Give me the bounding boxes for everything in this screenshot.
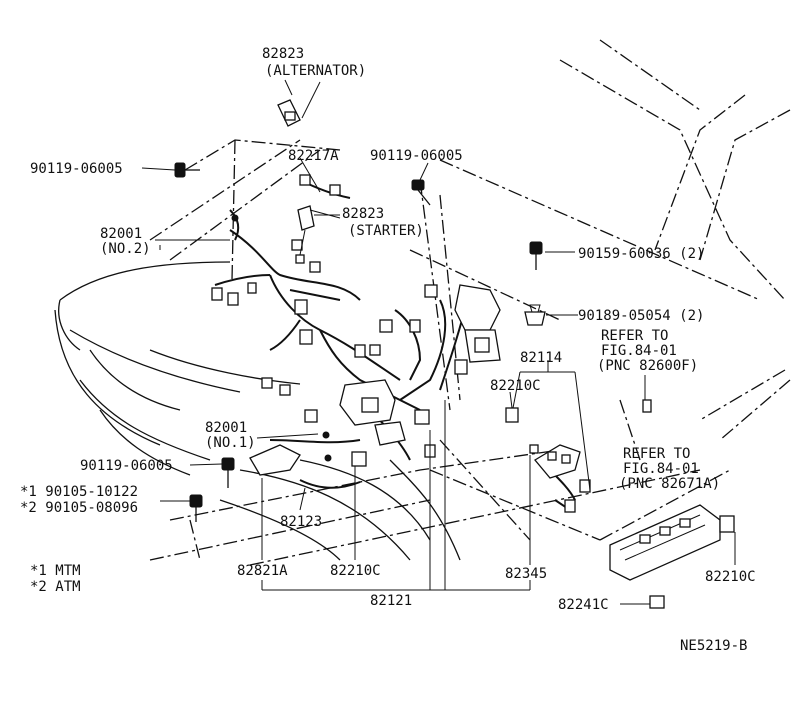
label-refer1-line1: REFER TO bbox=[601, 328, 668, 344]
label-refer2-line2: FIG.84-01 bbox=[623, 461, 699, 477]
starter-connector bbox=[295, 205, 340, 264]
label-starter-name: (STARTER) bbox=[348, 223, 424, 239]
label-clip-90189: 90189-05054 (2) bbox=[578, 308, 704, 324]
alternator-connector bbox=[277, 79, 321, 127]
label-bolt-mtm: *1 90105-10122 bbox=[20, 484, 138, 500]
bolt-icons bbox=[174, 162, 546, 522]
label-bolt-90119-b: 90119-06005 bbox=[370, 148, 463, 164]
fuse-box bbox=[609, 399, 735, 609]
bolt-icon bbox=[411, 179, 431, 206]
bolt-icon bbox=[189, 494, 203, 522]
label-refer1-line3: (PNC 82600F) bbox=[597, 358, 698, 374]
label-alternator-name: (ALTERNATOR) bbox=[265, 63, 366, 79]
label-82123: 82123 bbox=[280, 514, 322, 530]
label-refer1-line2: FIG.84-01 bbox=[601, 343, 677, 359]
label-no2: (NO.2) bbox=[100, 241, 151, 257]
label-starter-pn: 82823 bbox=[342, 206, 384, 222]
label-no1: (NO.1) bbox=[205, 435, 256, 451]
label-bolt-90119-a: 90119-06005 bbox=[30, 161, 123, 177]
label-bolt-90119-c: 90119-06005 bbox=[80, 458, 173, 474]
label-82001-no1: 82001 bbox=[205, 420, 247, 436]
vehicle-body-outline bbox=[54, 39, 791, 566]
label-refer2-line1: REFER TO bbox=[623, 446, 690, 462]
figure-code: NE5219-B bbox=[680, 638, 747, 654]
legend-mtm: *1 MTM bbox=[30, 563, 81, 579]
clip-icon bbox=[524, 304, 546, 326]
bolt-icon bbox=[174, 162, 200, 178]
label-82210c-a: 82210C bbox=[490, 378, 541, 394]
part-labels: 82823 (ALTERNATOR) 90119-06005 82217A 90… bbox=[20, 46, 756, 654]
label-82345: 82345 bbox=[505, 566, 547, 582]
legend-atm: *2 ATM bbox=[30, 579, 81, 595]
label-refer2-line3: (PNC 82671A) bbox=[619, 476, 720, 492]
label-82114: 82114 bbox=[520, 350, 562, 366]
label-82821a: 82821A bbox=[237, 563, 288, 579]
label-82121: 82121 bbox=[370, 593, 412, 609]
relay-82210c bbox=[351, 407, 519, 467]
bracket-82821a bbox=[249, 444, 301, 476]
label-alternator-pn: 82823 bbox=[262, 46, 304, 62]
bolt-icon bbox=[221, 457, 235, 488]
label-82210c-c: 82210C bbox=[705, 569, 756, 585]
leader-lines bbox=[141, 157, 736, 605]
label-bolt-90159: 90159-60036 (2) bbox=[578, 246, 704, 262]
label-82241c: 82241C bbox=[558, 597, 609, 613]
bolt-icon bbox=[529, 241, 543, 270]
label-82210c-b: 82210C bbox=[330, 563, 381, 579]
label-82217a: 82217A bbox=[288, 148, 339, 164]
relay-block-82114 bbox=[529, 444, 591, 513]
label-82001-no2: 82001 bbox=[100, 226, 142, 242]
label-bolt-atm: *2 90105-08096 bbox=[20, 500, 138, 516]
